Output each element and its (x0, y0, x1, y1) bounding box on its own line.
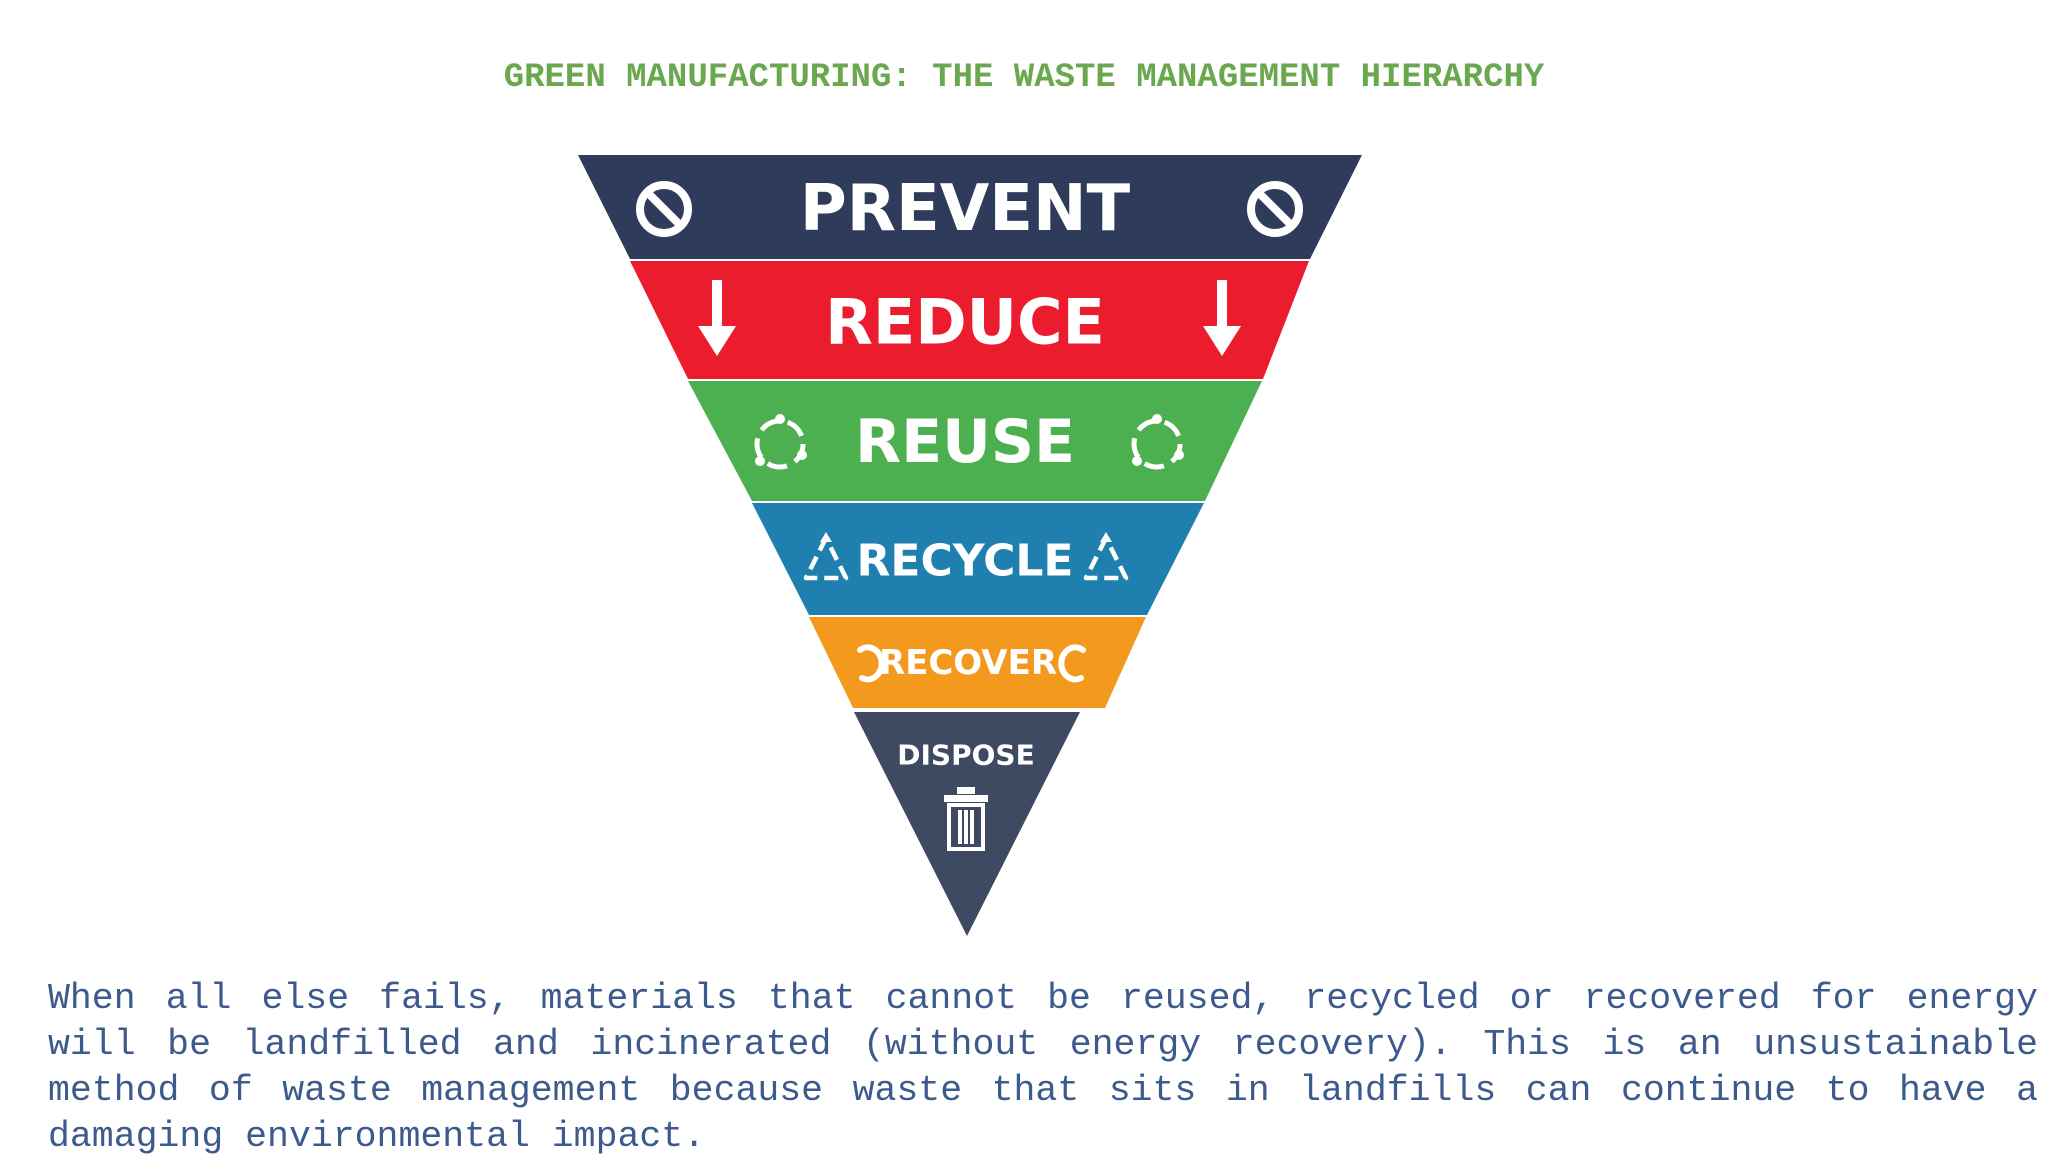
level-label-dispose: DISPOSE (897, 739, 1034, 772)
waste-hierarchy-diagram: PREVENT REDUCE REUSE (578, 155, 1362, 936)
description-text: When all else fails, materials that cann… (48, 978, 2038, 1157)
band-reduce (630, 261, 1309, 379)
level-label-reduce: REDUCE (825, 286, 1105, 359)
down-arrow-icon (1203, 280, 1241, 356)
level-dispose: DISPOSE (854, 712, 1080, 936)
recycle-icon (803, 532, 849, 581)
level-recover: RECOVER (809, 617, 1146, 708)
band-prevent (578, 155, 1362, 259)
level-reuse: REUSE (688, 381, 1262, 501)
band-recover (809, 617, 1146, 708)
band-recycle (752, 503, 1204, 615)
recover-icon (1058, 644, 1086, 683)
level-reduce: REDUCE (630, 261, 1309, 379)
page-title: GREEN MANUFACTURING: THE WASTE MANAGEMEN… (503, 59, 1545, 97)
down-arrow-icon (698, 280, 736, 356)
level-label-recover: RECOVER (879, 643, 1057, 683)
prohibit-icon (1247, 181, 1303, 237)
trash-icon (944, 787, 988, 851)
level-label-prevent: PREVENT (800, 172, 1131, 246)
reuse-cycle-icon (754, 414, 807, 470)
level-label-reuse: REUSE (855, 407, 1075, 477)
recycle-icon (1083, 532, 1129, 581)
level-label-recycle: RECYCLE (857, 536, 1074, 587)
prohibit-icon (636, 181, 692, 237)
band-reuse (688, 381, 1262, 501)
reuse-cycle-icon (1131, 414, 1184, 470)
recover-icon (857, 644, 885, 683)
level-prevent: PREVENT (578, 155, 1362, 259)
level-recycle: RECYCLE (752, 503, 1204, 615)
